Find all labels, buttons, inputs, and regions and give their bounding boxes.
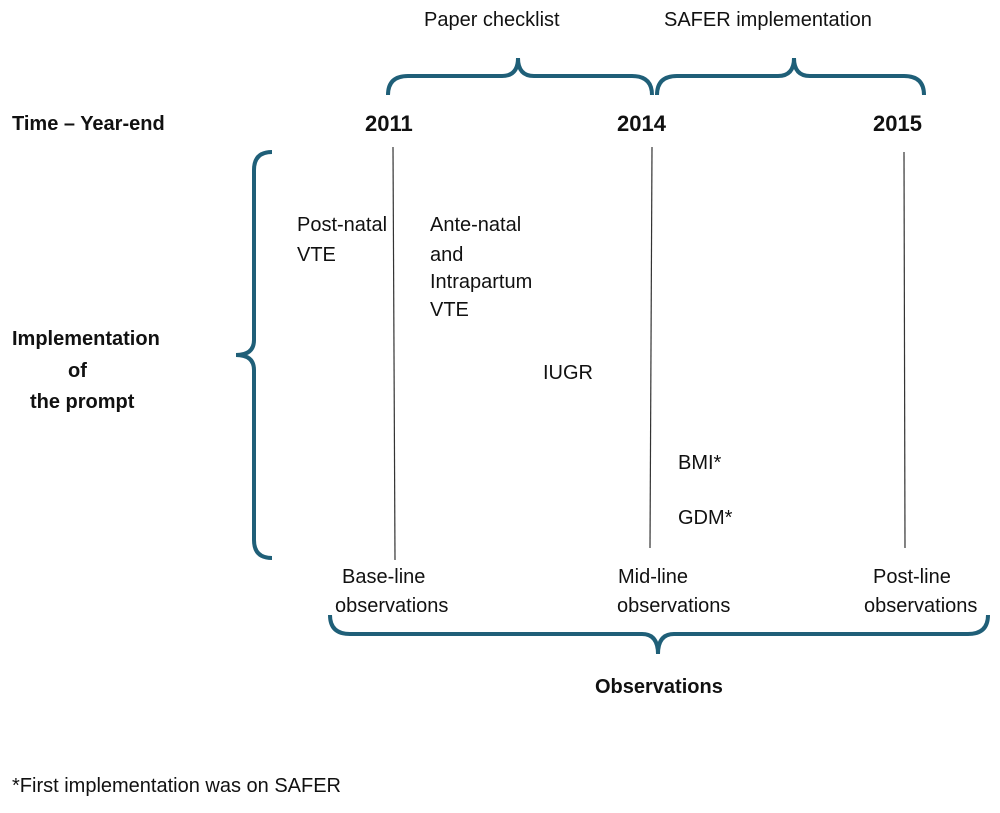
side-label-the-prompt: the prompt	[30, 391, 135, 413]
iugr-item: IUGR	[543, 362, 593, 384]
postnatal-vte-line-1: Post-natal	[297, 214, 388, 236]
midline-line-2: observations	[617, 595, 731, 617]
year-2015-line	[903, 151, 906, 549]
safer-implementation-brace	[655, 57, 926, 96]
midline-line-1: Mid-line	[618, 566, 689, 588]
observations-label: Observations	[595, 676, 723, 698]
year-2011-line	[392, 146, 396, 561]
baseline-line-1: Base-line	[342, 566, 426, 588]
time-year-end-label: Time – Year-end	[12, 113, 165, 135]
antenatal-vte-line-1: Ante-natal	[430, 214, 522, 236]
side-label-of: of	[68, 360, 87, 382]
side-label-implementation: Implementation	[12, 328, 160, 350]
year-2014-line	[649, 146, 653, 549]
safer-implementation-label: SAFER implementation	[664, 9, 872, 31]
year-2015-label: 2015	[873, 111, 922, 136]
gdm-item: GDM*	[678, 507, 733, 529]
paper-checklist-label: Paper checklist	[424, 9, 560, 31]
postnatal-vte-line-2: VTE	[297, 244, 336, 266]
antenatal-vte-line-2: and	[430, 244, 464, 266]
year-2014-label: 2014	[617, 111, 666, 136]
observations-brace	[328, 614, 990, 655]
footnote: *First implementation was on SAFER	[12, 775, 342, 797]
antenatal-vte-line-4: VTE	[430, 299, 469, 321]
bmi-item: BMI*	[678, 452, 722, 474]
paper-checklist-brace	[386, 57, 654, 96]
implementation-brace	[235, 150, 273, 560]
postline-line-2: observations	[864, 595, 978, 617]
antenatal-vte-line-3: Intrapartum	[430, 271, 533, 293]
postline-line-1: Post-line	[873, 566, 951, 588]
baseline-line-2: observations	[335, 595, 449, 617]
year-2011-label: 2011	[365, 111, 413, 136]
